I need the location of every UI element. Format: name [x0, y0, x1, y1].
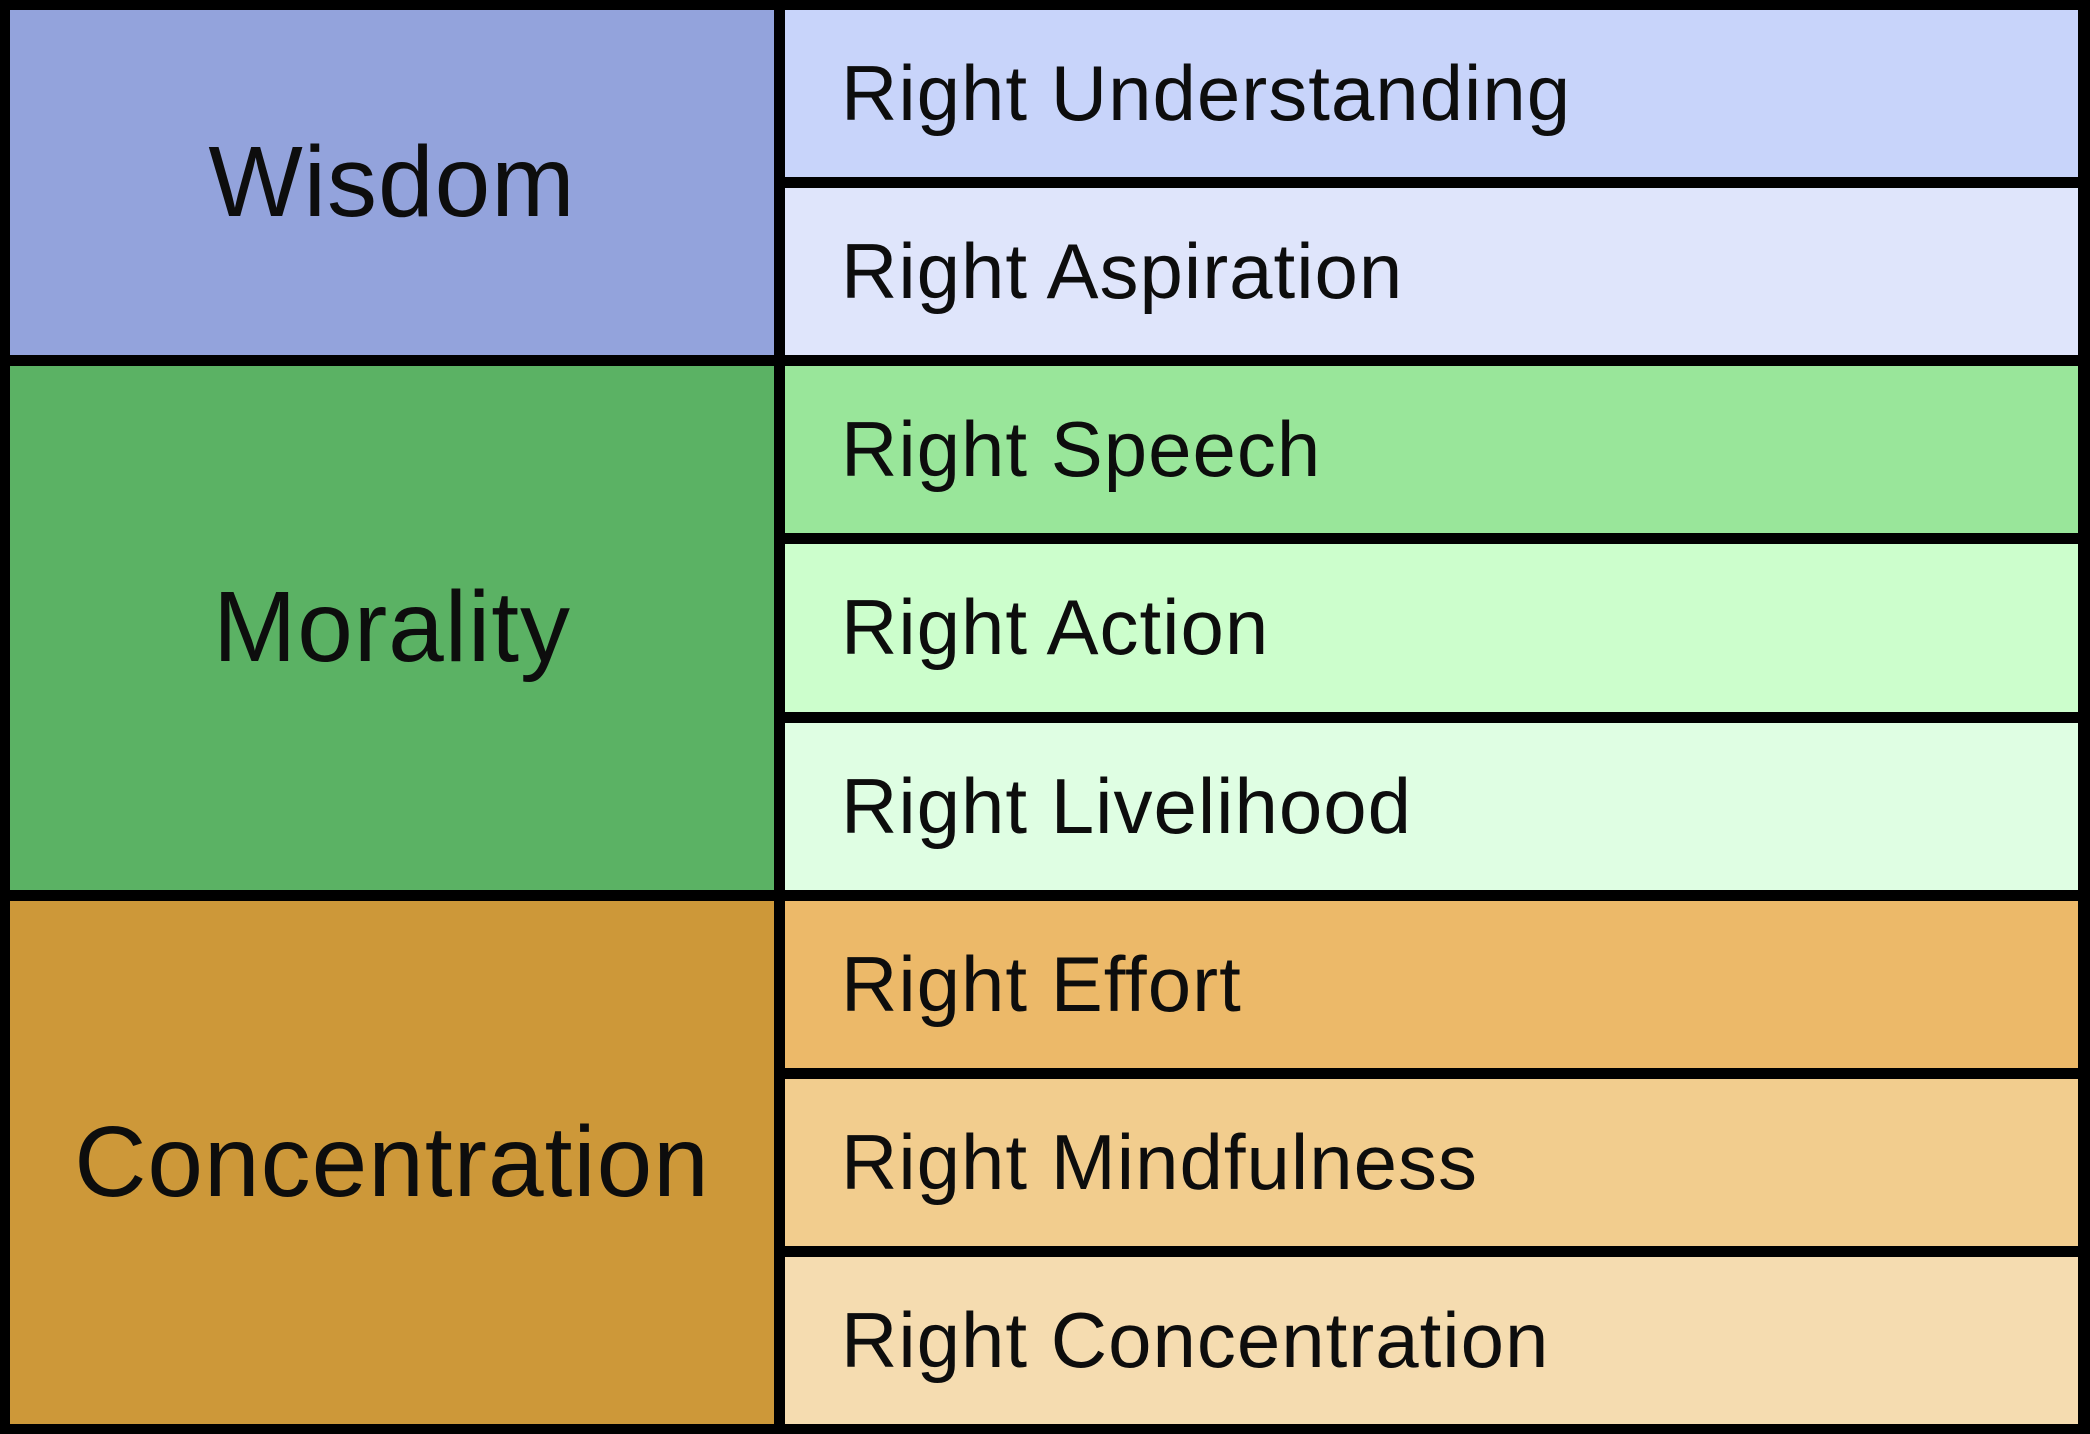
item-cell-right-action: Right Action	[785, 544, 2078, 712]
item-cell-right-mindfulness: Right Mindfulness	[785, 1078, 2078, 1246]
item-cell-right-effort: Right Effort	[785, 900, 2078, 1068]
category-cell-concentration: Concentration	[10, 900, 774, 1424]
item-label-right-effort: Right Effort	[841, 939, 1242, 1028]
item-label-right-livelihood: Right Livelihood	[841, 761, 1413, 850]
category-cell-morality: Morality	[10, 366, 774, 890]
item-cell-right-concentration: Right Concentration	[785, 1256, 2078, 1424]
item-label-right-concentration: Right Concentration	[841, 1295, 1550, 1384]
item-label-right-mindfulness: Right Mindfulness	[841, 1117, 1478, 1206]
category-label-concentration: Concentration	[74, 1105, 710, 1218]
item-label-right-action: Right Action	[841, 583, 1270, 672]
category-cell-wisdom: Wisdom	[10, 10, 774, 356]
item-cell-right-livelihood: Right Livelihood	[785, 722, 2078, 890]
item-cell-right-speech: Right Speech	[785, 366, 2078, 534]
item-cell-right-understanding: Right Understanding	[785, 10, 2078, 178]
item-label-right-understanding: Right Understanding	[841, 49, 1572, 138]
item-label-right-aspiration: Right Aspiration	[841, 227, 1404, 316]
category-label-wisdom: Wisdom	[208, 126, 576, 239]
item-cell-right-aspiration: Right Aspiration	[785, 188, 2078, 356]
item-label-right-speech: Right Speech	[841, 405, 1322, 494]
category-label-morality: Morality	[212, 571, 572, 684]
